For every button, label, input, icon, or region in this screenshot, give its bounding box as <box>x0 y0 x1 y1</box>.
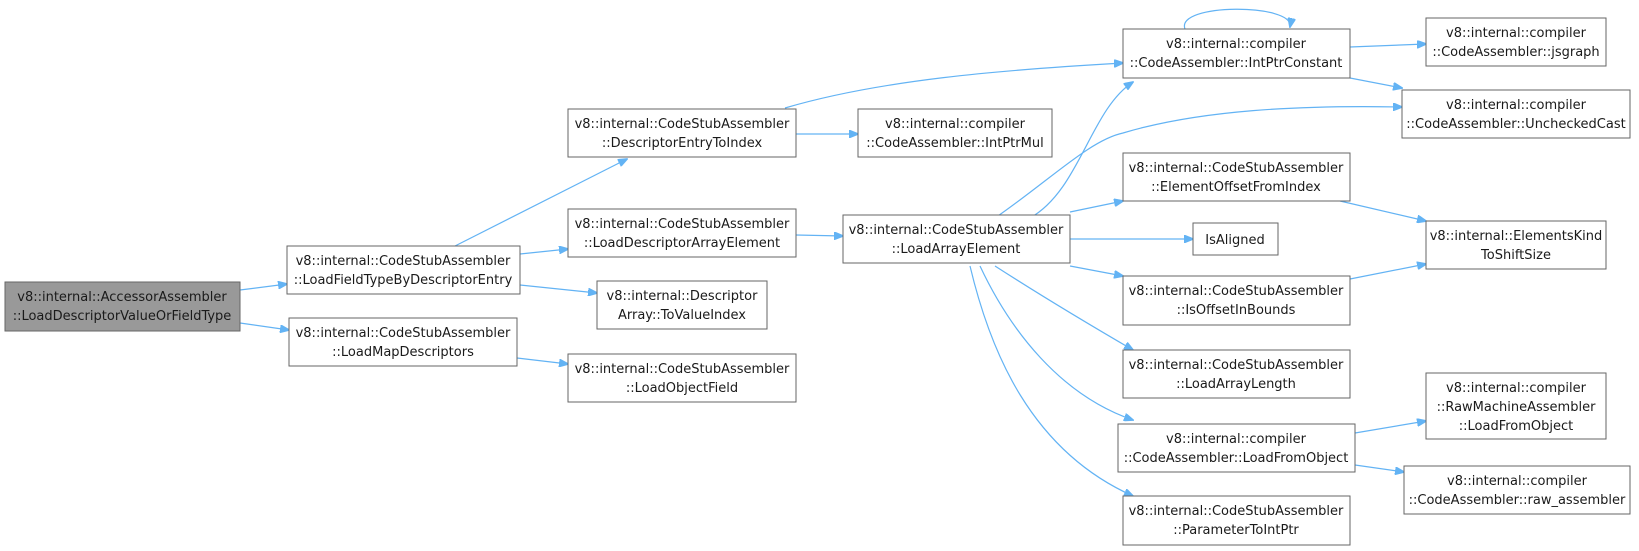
node-label-line1: v8::internal::CodeStubAssembler <box>575 217 790 232</box>
node-label-line2: ::LoadArrayLength <box>1176 377 1296 392</box>
node-load-descriptor-array-element[interactable]: v8::internal::CodeStubAssembler ::LoadDe… <box>567 208 797 258</box>
node-descriptor-entry-to-index[interactable]: v8::internal::CodeStubAssembler ::Descri… <box>567 108 797 158</box>
node-label-line1: v8::internal::CodeStubAssembler <box>1129 284 1344 299</box>
node-label-line1: v8::internal::CodeStubAssembler <box>1129 161 1344 176</box>
node-intptr-constant[interactable]: v8::internal::compiler ::CodeAssembler::… <box>1122 28 1351 79</box>
node-to-value-index[interactable]: v8::internal::Descriptor Array::ToValueI… <box>596 280 768 330</box>
node-label-line1: v8::internal::Descriptor <box>607 289 759 304</box>
node-label-line1: v8::internal::compiler <box>1446 98 1587 113</box>
node-label-line2: ::LoadObjectField <box>626 381 738 396</box>
edge-intptrconstant-to-jsgraph <box>1349 44 1426 47</box>
node-label-line2: ::CodeAssembler::UncheckedCast <box>1406 117 1625 132</box>
edge-root-to-loadmapdescriptors <box>239 322 289 330</box>
edge-loadfieldtype-to-descriptorentrytoindex <box>454 159 627 247</box>
node-label-line1: v8::internal::CodeStubAssembler <box>575 362 790 377</box>
node-parameter-to-intptr[interactable]: v8::internal::CodeStubAssembler ::Parame… <box>1122 495 1351 546</box>
node-label-line2: ::LoadArrayElement <box>892 242 1021 257</box>
edge-loaddescriptorarrayelement-to-loadarrayelement <box>795 235 843 236</box>
node-label-line2: ::LoadDescriptorValueOrFieldType <box>13 309 232 324</box>
node-unchecked-cast[interactable]: v8::internal::compiler ::CodeAssembler::… <box>1401 89 1631 139</box>
edge-root-to-loadfieldtype <box>239 284 287 291</box>
node-label-line1: v8::internal::CodeStubAssembler <box>575 117 790 132</box>
node-load-map-descriptors[interactable]: v8::internal::CodeStubAssembler ::LoadMa… <box>288 317 518 367</box>
node-label-line2: ::CodeAssembler::raw_assembler <box>1409 493 1626 508</box>
node-label-line1: v8::internal::CodeStubAssembler <box>296 326 511 341</box>
node-label-line1: v8::internal::AccessorAssembler <box>17 290 227 305</box>
edge-loadfieldtype-to-loaddescriptorarrayelement <box>519 249 568 255</box>
node-is-offset-in-bounds[interactable]: v8::internal::CodeStubAssembler ::IsOffs… <box>1122 275 1351 326</box>
node-label-line1: v8::internal::compiler <box>885 117 1026 132</box>
node-label-line2: ::LoadMapDescriptors <box>332 345 474 360</box>
node-label-line1: v8::internal::CodeStubAssembler <box>1129 358 1344 373</box>
edge-loadfromobject-to-rawassembler <box>1354 464 1404 472</box>
node-label-line2: ::LoadDescriptorArrayElement <box>584 236 780 251</box>
edge-elementoffsetfromindex-to-elementskindtoshiftsize <box>1339 200 1426 221</box>
edge-loadarrayelement-to-intptrconstant <box>1029 82 1133 219</box>
node-raw-assembler[interactable]: v8::internal::compiler ::CodeAssembler::… <box>1403 465 1631 515</box>
edge-loadarrayelement-to-loadarraylength <box>994 265 1133 350</box>
edge-loadfieldtype-to-tovalueindex <box>519 284 597 293</box>
edge-intptrconstant-self <box>1184 8 1290 30</box>
node-label-line2: ::LoadFieldTypeByDescriptorEntry <box>294 273 513 288</box>
node-label-line1: v8::internal::CodeStubAssembler <box>1129 504 1344 519</box>
node-label-line1: v8::internal::CodeStubAssembler <box>849 223 1064 238</box>
node-label-line2: ::IsOffsetInBounds <box>1177 303 1296 318</box>
node-label-line2: Array::ToValueIndex <box>618 308 746 323</box>
edge-descriptorentrytoindex-to-intptrconstant <box>784 63 1123 109</box>
node-load-field-type-by-descriptor-entry[interactable]: v8::internal::CodeStubAssembler ::LoadFi… <box>286 245 521 295</box>
node-elements-kind-to-shift-size[interactable]: v8::internal::ElementsKind ToShiftSize <box>1425 220 1607 270</box>
edge-loadarrayelement-to-elementoffsetfromindex <box>1069 201 1123 213</box>
node-label-line1: v8::internal::compiler <box>1166 432 1307 447</box>
edges <box>239 8 1426 496</box>
node-label-line2: ::CodeAssembler::IntPtrMul <box>866 136 1043 151</box>
node-label-line2: ToShiftSize <box>1480 248 1551 263</box>
edge-isoffsetinbounds-to-elementskindtoshiftsize <box>1349 264 1426 280</box>
node-load-from-object[interactable]: v8::internal::compiler ::CodeAssembler::… <box>1117 423 1356 473</box>
node-label-line2: ::ElementOffsetFromIndex <box>1151 180 1321 195</box>
node-label-line2: ::CodeAssembler::IntPtrConstant <box>1130 56 1343 71</box>
node-label-line1: v8::internal::compiler <box>1446 381 1587 396</box>
edge-loadfromobject-to-rmaloadfromobject <box>1354 421 1426 434</box>
node-label-line1: v8::internal::compiler <box>1447 474 1588 489</box>
node-label-line2: ::CodeAssembler::jsgraph <box>1432 45 1599 60</box>
node-label-line2: ::DescriptorEntryToIndex <box>602 136 763 151</box>
node-label-line1: v8::internal::compiler <box>1166 37 1307 52</box>
edge-loadmapdescriptors-to-loadobjectfield <box>516 357 568 364</box>
node-label-line2: ::ParameterToIntPtr <box>1173 523 1299 538</box>
node-label-line1: v8::internal::compiler <box>1446 26 1587 41</box>
edge-intptrconstant-to-uncheckedcast <box>1349 77 1402 88</box>
node-label-line2: ::CodeAssembler::LoadFromObject <box>1124 451 1349 466</box>
edge-loadarrayelement-to-loadfromobject <box>979 265 1133 420</box>
node-is-aligned[interactable]: IsAligned <box>1192 222 1279 256</box>
edge-loadarrayelement-to-parametertointptr <box>969 265 1133 496</box>
node-label-line2: ::RawMachineAssembler <box>1437 400 1596 415</box>
node-label-line3: ::LoadFromObject <box>1459 419 1574 434</box>
node-label-line1: v8::internal::CodeStubAssembler <box>296 254 511 269</box>
node-load-descriptor-value-or-field-type[interactable]: v8::internal::AccessorAssembler ::LoadDe… <box>4 281 241 332</box>
node-label-line1: IsAligned <box>1205 233 1264 248</box>
edge-loadarrayelement-to-isoffsetinbounds <box>1069 265 1123 276</box>
node-load-object-field[interactable]: v8::internal::CodeStubAssembler ::LoadOb… <box>567 353 797 403</box>
node-intptr-mul[interactable]: v8::internal::compiler ::CodeAssembler::… <box>857 108 1053 158</box>
node-raw-machine-assembler-load-from-object[interactable]: v8::internal::compiler ::RawMachineAssem… <box>1425 372 1607 440</box>
node-element-offset-from-index[interactable]: v8::internal::CodeStubAssembler ::Elemen… <box>1122 152 1351 202</box>
node-load-array-length[interactable]: v8::internal::CodeStubAssembler ::LoadAr… <box>1122 349 1351 399</box>
node-load-array-element[interactable]: v8::internal::CodeStubAssembler ::LoadAr… <box>842 214 1071 264</box>
edge-loadarrayelement-to-uncheckedcast <box>994 107 1402 219</box>
node-label-line1: v8::internal::ElementsKind <box>1430 229 1603 244</box>
node-jsgraph[interactable]: v8::internal::compiler ::CodeAssembler::… <box>1425 17 1607 67</box>
